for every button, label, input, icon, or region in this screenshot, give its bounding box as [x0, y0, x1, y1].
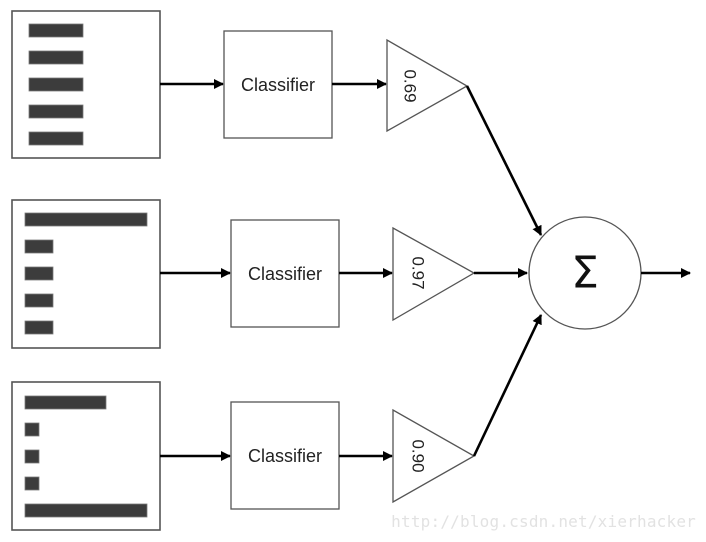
row-3: Classifier 0.90 — [11, 314, 543, 531]
weight-triangle-2 — [392, 226, 476, 322]
feature-bar — [24, 266, 54, 281]
sigma-icon: Σ — [571, 248, 599, 299]
weight-triangle-1 — [386, 38, 469, 133]
feature-bar — [28, 104, 84, 119]
feature-bar — [24, 293, 54, 308]
arrow-icon — [472, 314, 543, 457]
feature-bar — [24, 422, 40, 437]
feature-bar — [24, 239, 54, 254]
classifier-label: Classifier — [248, 264, 322, 284]
row-2: Classifier 0.97 — [11, 199, 528, 349]
classifier-box-3 — [230, 401, 340, 510]
weight-label: 0.97 — [409, 256, 428, 289]
feature-bar — [24, 212, 148, 227]
weight-label: 0.69 — [401, 69, 420, 102]
feature-bar — [24, 449, 40, 464]
feature-bar — [28, 23, 84, 38]
classifier-label: Classifier — [248, 446, 322, 466]
feature-bar — [24, 395, 107, 410]
feature-bar — [24, 320, 54, 335]
feature-bar — [24, 476, 40, 491]
weight-triangle-3 — [392, 408, 476, 504]
row-1: Classifier 0.69 — [11, 10, 543, 236]
classifier-label: Classifier — [241, 75, 315, 95]
feature-bar — [24, 503, 148, 518]
weight-label: 0.90 — [409, 439, 428, 472]
watermark-text: http://blog.csdn.net/xierhacker — [391, 512, 696, 531]
sum-node: Σ — [528, 216, 691, 330]
feature-bar — [28, 50, 84, 65]
arrow-icon — [465, 85, 543, 236]
feature-bar — [28, 77, 84, 92]
classifier-box-1 — [223, 30, 333, 139]
feature-bar — [28, 131, 84, 146]
